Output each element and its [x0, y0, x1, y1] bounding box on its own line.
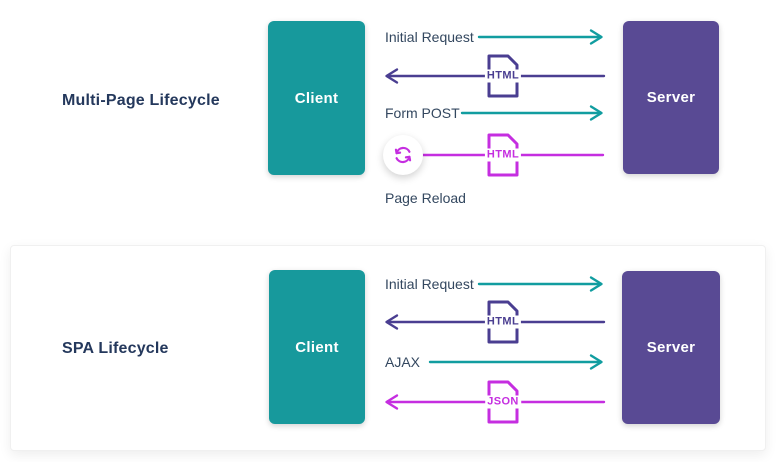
mpa-client-box: Client	[268, 21, 365, 175]
spa-server-label: Server	[646, 339, 696, 356]
spa-ajax-arrow-right-icon	[428, 354, 603, 370]
mpa-form-post-label: Form POST	[385, 105, 460, 121]
spa-initial-request-label: Initial Request	[385, 276, 474, 292]
html-file-icon: HTML	[483, 300, 523, 344]
mpa-initial-request-arrow-right-icon	[477, 29, 603, 45]
json-file-icon: JSON	[483, 380, 523, 424]
mpa-initial-request-label: Initial Request	[385, 29, 474, 45]
reload-icon	[383, 135, 423, 175]
spa-json-file-label: JSON	[485, 395, 521, 409]
spa-section-title: SPA Lifecycle	[62, 340, 169, 357]
mpa-html-file-label: HTML	[484, 69, 522, 83]
mpa-page-reload-caption: Page Reload	[385, 190, 466, 206]
mpa-form-post-arrow-right-icon	[460, 105, 603, 121]
mpa-client-label: Client	[294, 89, 339, 107]
spa-server-box: Server	[622, 271, 720, 424]
mpa-server-box: Server	[623, 21, 719, 174]
spa-initial-request-arrow-right-icon	[477, 276, 603, 292]
mpa-section-title: Multi-Page Lifecycle	[62, 92, 220, 109]
html-file-icon: HTML	[483, 133, 523, 177]
spa-client-box: Client	[269, 270, 365, 424]
mpa-reload-html-file-label: HTML	[484, 148, 522, 162]
spa-client-label: Client	[295, 338, 339, 356]
spa-html-file-label: HTML	[484, 315, 522, 329]
html-file-icon: HTML	[483, 54, 523, 98]
mpa-server-label: Server	[646, 89, 696, 106]
spa-ajax-label: AJAX	[385, 354, 421, 370]
